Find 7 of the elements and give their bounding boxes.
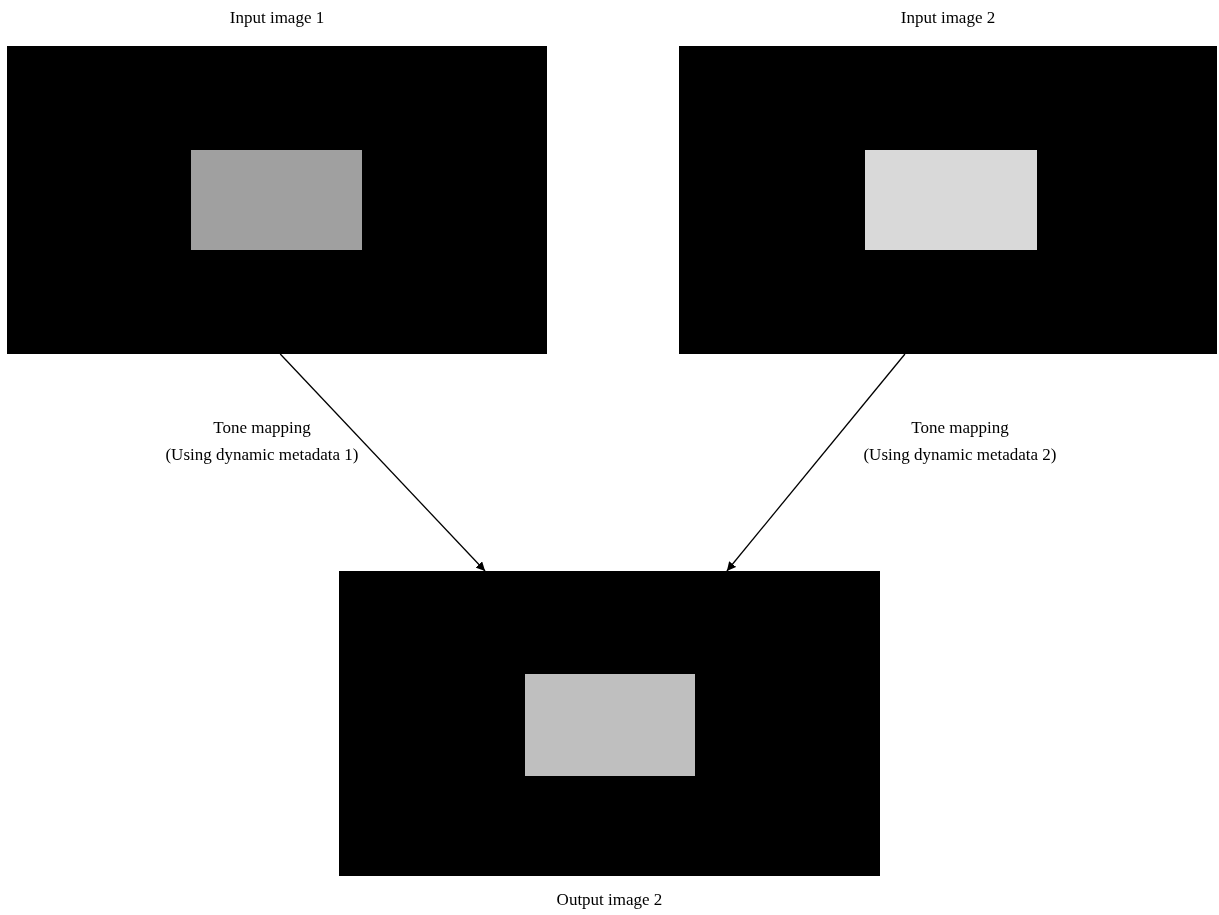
arrow	[726, 353, 906, 572]
image-caption: Input image 1	[228, 8, 326, 28]
edge-label: Tone mapping (Using dynamic metadata 1)	[164, 417, 360, 466]
arrow	[279, 353, 486, 572]
edge-label: Tone mapping (Using dynamic metadata 2)	[862, 417, 1058, 466]
image-caption: Output image 2	[555, 890, 664, 910]
image-caption: Input image 2	[899, 8, 997, 28]
